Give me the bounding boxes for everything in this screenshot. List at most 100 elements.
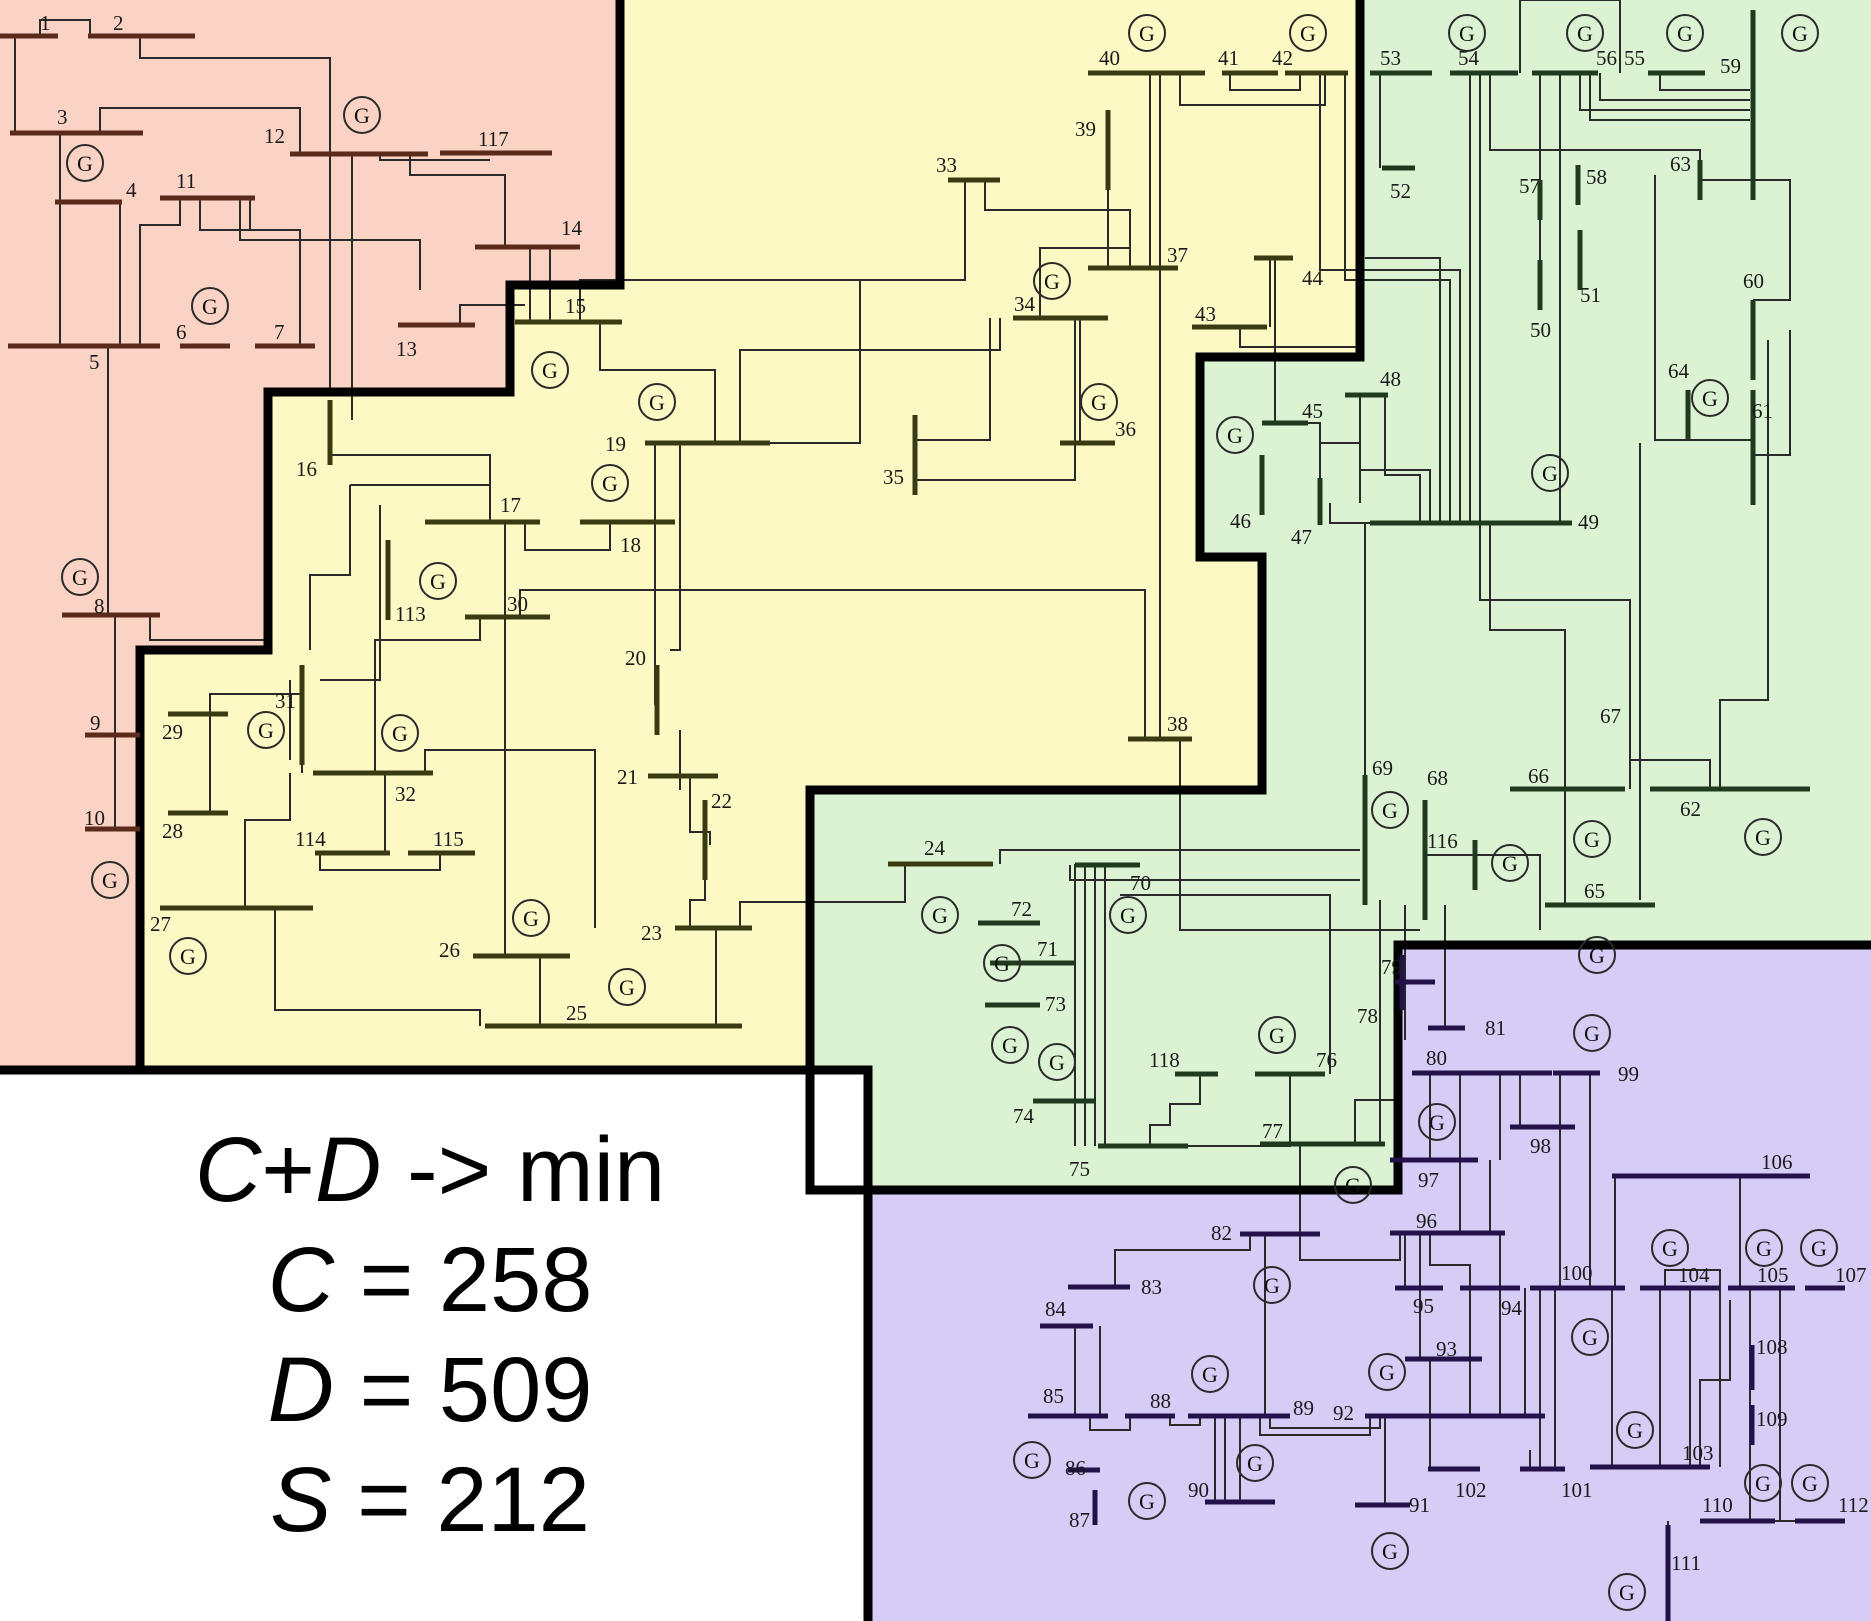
svg-text:G: G xyxy=(542,358,558,383)
bus-label-52: 52 xyxy=(1390,179,1411,203)
svg-text:G: G xyxy=(1756,1236,1772,1261)
bus-label-4: 4 xyxy=(126,178,137,202)
bus-label-59: 59 xyxy=(1720,54,1741,78)
generator-icon: G xyxy=(191,287,229,325)
bus-label-18: 18 xyxy=(620,533,641,557)
bus-label-80: 80 xyxy=(1426,1046,1447,1070)
generator-icon: G xyxy=(1571,1318,1609,1356)
generator-icon: G xyxy=(343,96,381,134)
svg-text:G: G xyxy=(1662,1236,1678,1261)
region-yellow xyxy=(140,0,1360,1070)
bus-label-110: 110 xyxy=(1702,1493,1733,1517)
svg-text:G: G xyxy=(994,951,1010,976)
bus-label-85: 85 xyxy=(1043,1384,1064,1408)
formula-plus: + xyxy=(261,1119,315,1221)
bus-label-41: 41 xyxy=(1218,46,1239,70)
svg-text:G: G xyxy=(102,868,118,893)
bus-label-33: 33 xyxy=(936,153,957,177)
bus-label-113: 113 xyxy=(395,602,426,626)
bus-label-53: 53 xyxy=(1380,46,1401,70)
generator-icon: G xyxy=(1253,1266,1291,1304)
formula-line-d: D = 509 xyxy=(0,1335,860,1445)
bus-label-87: 87 xyxy=(1069,1508,1090,1532)
bus-label-81: 81 xyxy=(1485,1016,1506,1040)
bus-label-54: 54 xyxy=(1458,46,1480,70)
bus-label-2: 2 xyxy=(113,11,124,35)
bus-label-8: 8 xyxy=(94,594,105,618)
bus-label-96: 96 xyxy=(1416,1209,1437,1233)
bus-label-63: 63 xyxy=(1670,152,1691,176)
bus-label-7: 7 xyxy=(274,320,285,344)
bus-label-46: 46 xyxy=(1230,509,1251,533)
generator-icon: G xyxy=(1691,379,1729,417)
bus-label-57: 57 xyxy=(1519,174,1540,198)
svg-text:G: G xyxy=(1264,1273,1280,1298)
objective-formula: C+D -> min C = 258 D = 509 S = 212 xyxy=(0,1070,860,1621)
generator-icon: G xyxy=(1013,1441,1051,1479)
generator-icon: G xyxy=(1258,1016,1296,1054)
generator-icon: G xyxy=(1651,1229,1689,1267)
bus-label-112: 112 xyxy=(1838,1493,1869,1517)
bus-label-43: 43 xyxy=(1195,302,1216,326)
svg-text:G: G xyxy=(72,565,88,590)
bus-label-62: 62 xyxy=(1680,797,1701,821)
bus-label-26: 26 xyxy=(439,938,460,962)
bus-label-84: 84 xyxy=(1045,1297,1067,1321)
bus-label-38: 38 xyxy=(1167,712,1188,736)
region-red xyxy=(0,0,620,1070)
svg-text:G: G xyxy=(354,103,370,128)
svg-text:G: G xyxy=(1589,943,1605,968)
generator-icon: G xyxy=(419,562,457,600)
generator-icon: G xyxy=(1578,936,1616,974)
bus-label-116: 116 xyxy=(1427,829,1458,853)
generator-icon: G xyxy=(1800,1229,1838,1267)
bus-label-86: 86 xyxy=(1065,1456,1086,1480)
svg-text:G: G xyxy=(258,718,274,743)
svg-text:G: G xyxy=(602,471,618,496)
svg-text:G: G xyxy=(1577,21,1593,46)
bus-label-44: 44 xyxy=(1302,266,1324,290)
formula-rest: -> min xyxy=(381,1119,665,1221)
bus-bars xyxy=(0,33,1845,1524)
svg-text:G: G xyxy=(1300,21,1316,46)
bus-label-58: 58 xyxy=(1586,165,1607,189)
generator-icon: G xyxy=(1608,1573,1646,1611)
bus-label-35: 35 xyxy=(883,465,904,489)
bus-label-51: 51 xyxy=(1580,283,1601,307)
svg-text:G: G xyxy=(1139,1489,1155,1514)
svg-text:G: G xyxy=(1002,1033,1018,1058)
bus-label-1: 1 xyxy=(40,11,51,35)
bus-label-108: 108 xyxy=(1756,1335,1788,1359)
generator-icon: G xyxy=(1531,454,1569,492)
bus-label-15: 15 xyxy=(565,294,586,318)
bus-label-105: 105 xyxy=(1757,1263,1789,1287)
formula-line-s: S = 212 xyxy=(0,1445,860,1555)
bus-label-95: 95 xyxy=(1413,1294,1434,1318)
generator-icon: G xyxy=(1216,416,1254,454)
bus-bars-vertical xyxy=(299,10,1756,1621)
formula-c-eq: = xyxy=(359,1229,414,1331)
bus-label-92: 92 xyxy=(1333,1401,1354,1425)
svg-text:G: G xyxy=(202,294,218,319)
bus-label-115: 115 xyxy=(433,827,464,851)
bus-label-25: 25 xyxy=(566,1001,587,1025)
bus-label-27: 27 xyxy=(150,912,171,936)
bus-label-22: 22 xyxy=(711,789,732,813)
region-formula-box xyxy=(0,1070,868,1621)
bus-label-76: 76 xyxy=(1316,1048,1337,1072)
svg-text:G: G xyxy=(1811,1236,1827,1261)
bus-label-106: 106 xyxy=(1761,1150,1793,1174)
formula-d-value: 509 xyxy=(438,1339,593,1441)
bus-label-3: 3 xyxy=(57,105,68,129)
generator-icon: G xyxy=(61,558,99,596)
svg-text:G: G xyxy=(1627,1418,1643,1443)
formula-min: -> min xyxy=(407,1119,666,1221)
bus-label-31: 31 xyxy=(275,689,296,713)
bus-label-90: 90 xyxy=(1188,1478,1209,1502)
bus-label-23: 23 xyxy=(641,921,662,945)
svg-text:G: G xyxy=(1382,1539,1398,1564)
svg-text:G: G xyxy=(1619,1580,1635,1605)
svg-text:G: G xyxy=(1202,1362,1218,1387)
